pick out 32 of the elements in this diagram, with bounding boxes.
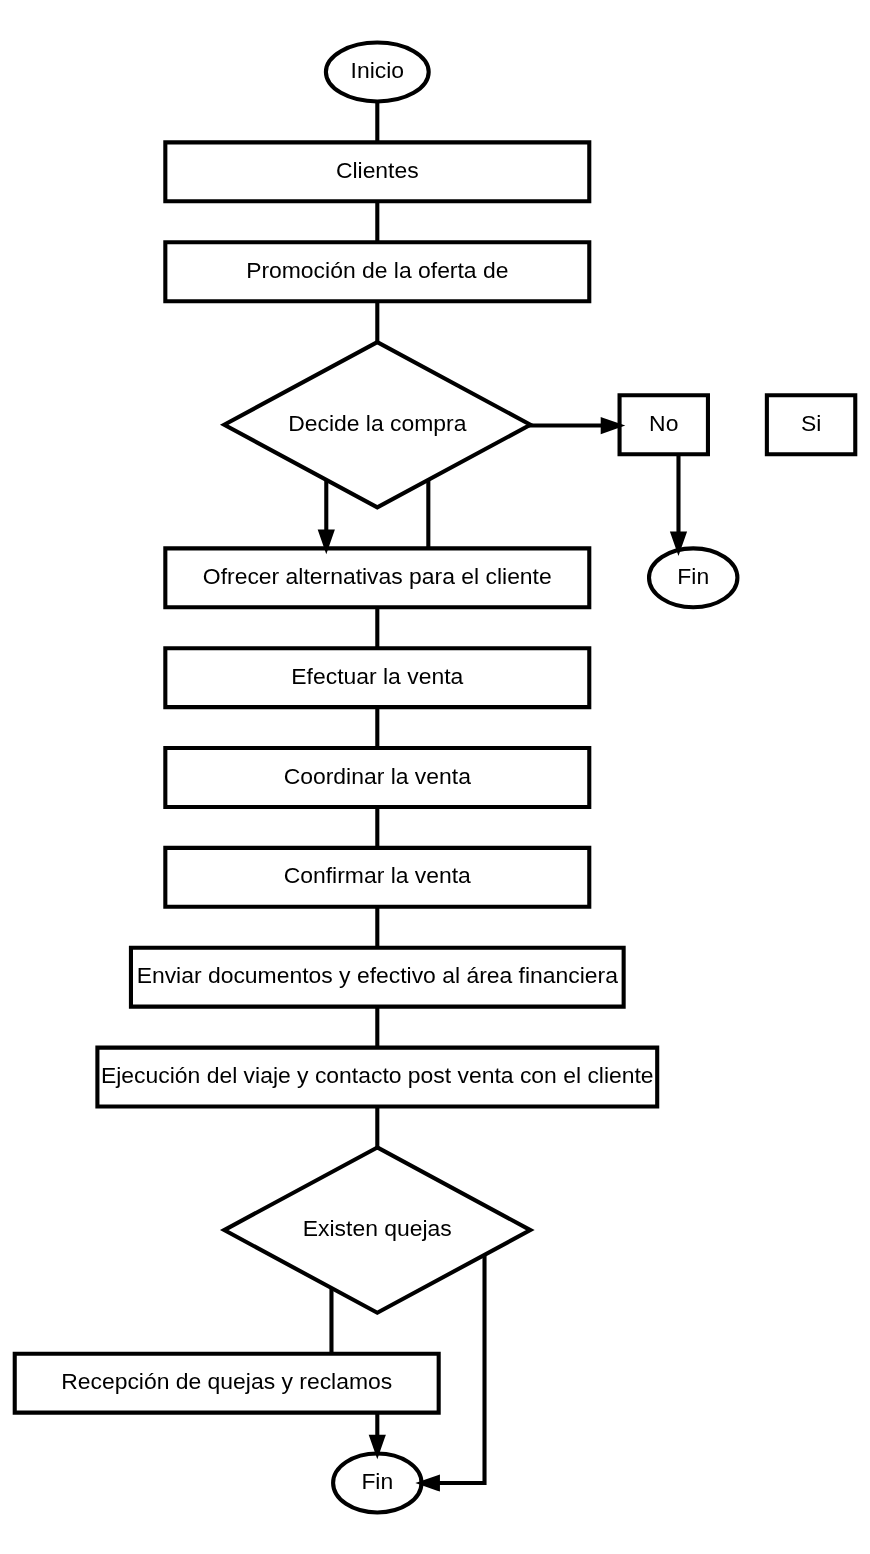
connector [426,479,431,548]
arrow [528,416,626,434]
node-ellipse: Fin [646,545,740,609]
connector [375,806,380,847]
node-box: Ofrecer alternativas para el cliente [163,545,592,609]
node-box: Efectuar la venta [163,645,592,709]
node-box: Clientes [163,139,592,203]
node-ellipse: Fin [331,1451,424,1514]
connector [375,707,380,748]
node-box: No [617,392,710,456]
node-diamond: Decide la compra [219,339,535,510]
connector [375,1106,380,1147]
node-box: Si [764,392,858,456]
node-box: Promoción de la oferta de [163,239,592,303]
node-ellipse: Inicio [323,40,431,103]
node-box: Recepción de quejas y reclamos [12,1351,441,1415]
connector [375,1006,380,1047]
node-box: Coordinar la venta [163,745,592,809]
arrow [368,1412,386,1459]
arrow [669,453,688,556]
connector [329,1287,334,1353]
connector [375,101,380,142]
node-diamond: Existen quejas [219,1144,535,1315]
arrow [317,479,335,554]
connector [375,300,380,342]
node-box: Ejecución del viaje y contacto post venta con el cliente [95,1045,660,1109]
connector [375,906,380,947]
node-box: Confirmar la venta [163,845,592,909]
arrow [415,1254,487,1492]
connector [375,201,380,242]
connector [375,607,380,648]
node-box: Enviar documentos y efectivo al área financiera [128,945,626,1009]
